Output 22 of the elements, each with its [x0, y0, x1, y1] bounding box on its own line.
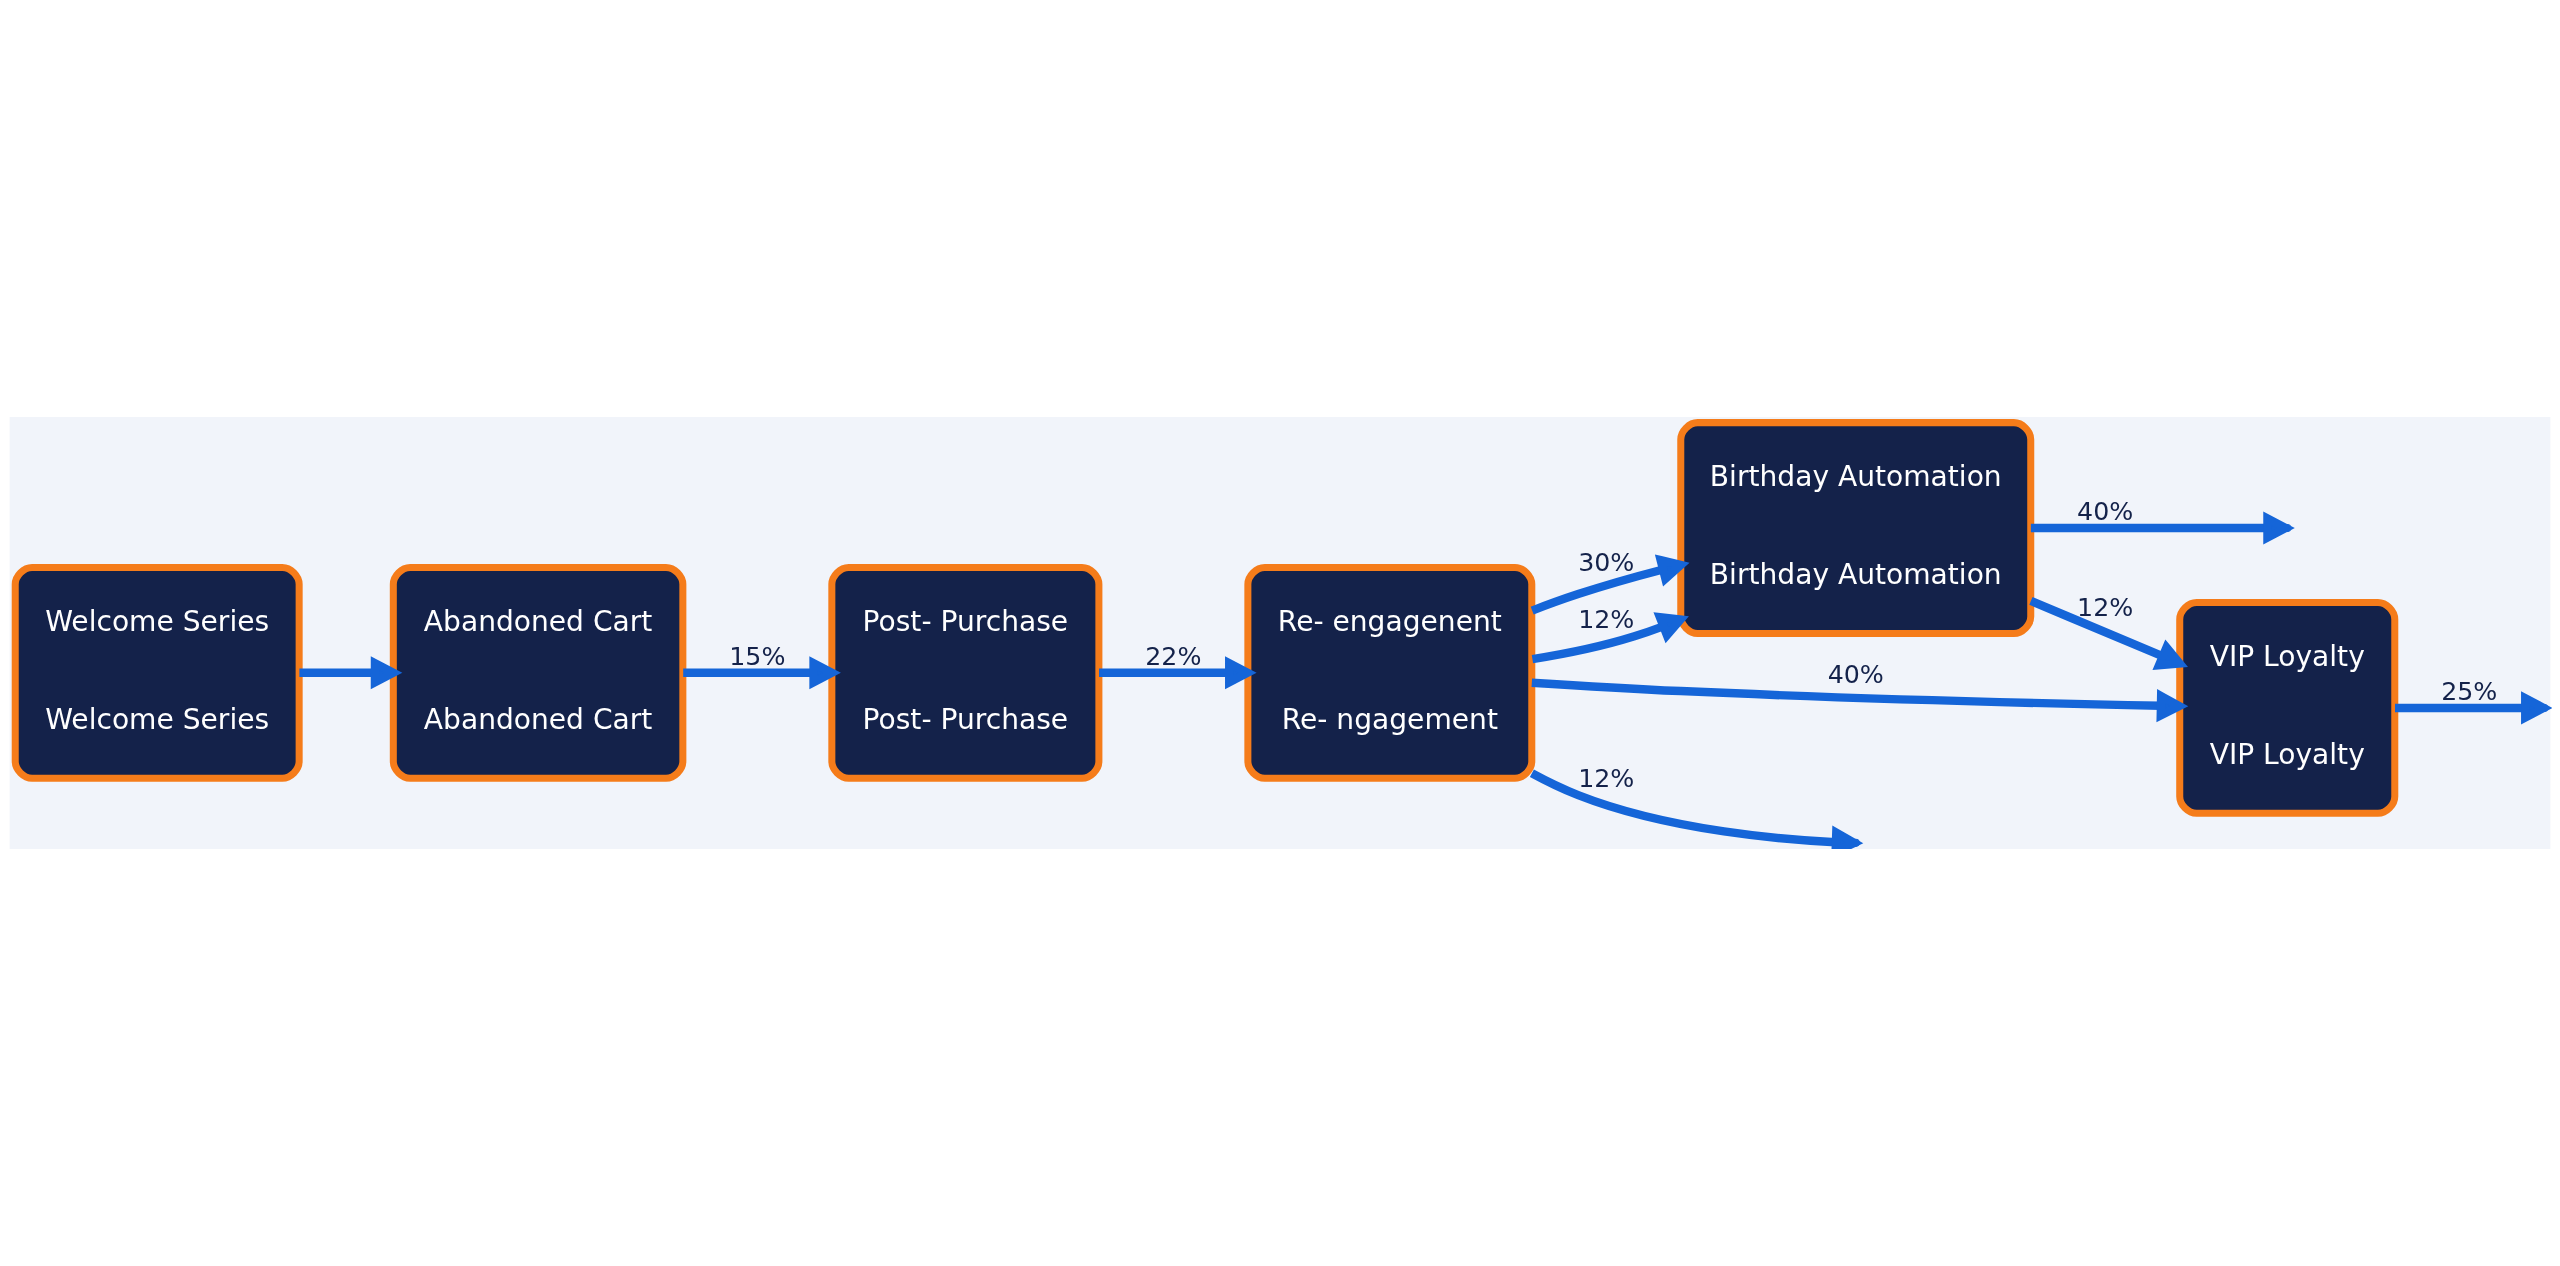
node-box: Birthday Automation Birthday Automation: [1677, 419, 2035, 637]
arrow: [1099, 656, 1257, 690]
arrow: [1531, 612, 1689, 664]
arrow: [299, 656, 403, 690]
node-box: Post- Purchase Post- Purchase: [828, 563, 1103, 782]
arrow: [2029, 597, 2188, 670]
node-box: VIP Loyalty VIP Loyalty: [2176, 599, 2399, 817]
edge-label: 22%: [1145, 641, 1202, 671]
node-box: Welcome Series Welcome Series: [11, 563, 303, 782]
edge-label: 40%: [1827, 660, 1884, 690]
edge-label: 12%: [2077, 592, 2134, 622]
arrow: [1531, 678, 2189, 723]
edge-label: 30%: [1578, 547, 1635, 577]
edge-label: 25%: [2441, 677, 2498, 707]
edge-label: 12%: [1578, 605, 1635, 635]
edge-label: 12%: [1578, 764, 1635, 794]
arrow: [683, 656, 841, 690]
node-box: Abandoned Cart Abandoned Cart: [389, 563, 687, 782]
edge-label: 40%: [2077, 497, 2134, 527]
arrow: [1530, 554, 1690, 615]
node-box: Re- engagenent Re- ngagement: [1244, 563, 1536, 782]
edge-label: 15%: [729, 641, 786, 671]
